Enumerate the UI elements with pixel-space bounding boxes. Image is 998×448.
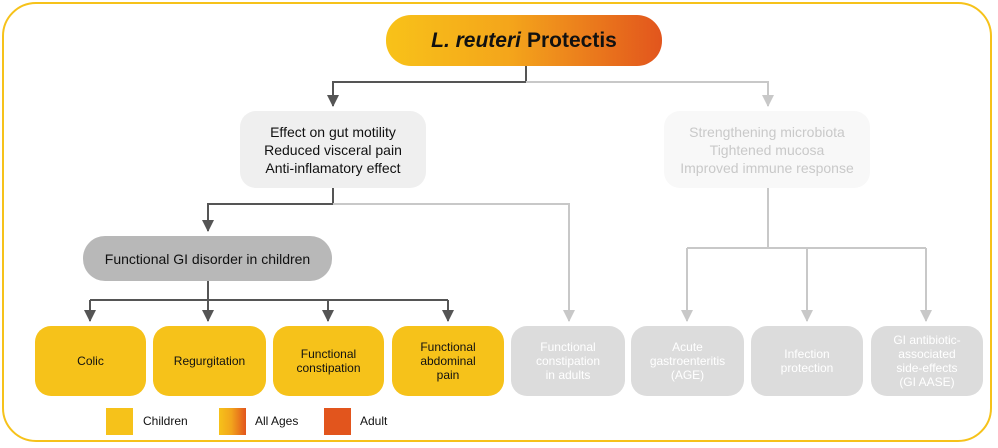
mechanism-left-line: Reduced visceral pain (264, 141, 402, 158)
mechanism-left-line: Effect on gut motility (270, 123, 396, 140)
leaf-line: (AGE) (670, 368, 705, 382)
mechanism-right-line: Tightened mucosa (709, 141, 825, 158)
mechanism-left-line: Anti-inflamatory effect (265, 159, 401, 176)
connector-mech-to-fgid (202, 188, 334, 232)
mechanism-left-box: Effect on gut motility Reduced visceral … (240, 111, 426, 188)
title-species: L. reuteri (431, 28, 521, 52)
mechanism-right-line: Strengthening microbiota (689, 123, 845, 140)
connector-title-right (526, 81, 774, 107)
leaf-line: GI antibiotic- (893, 333, 961, 347)
leaf-line: Functional (300, 347, 357, 361)
leaf-constipation-adults: Functional constipation in adults (511, 326, 625, 396)
leaf-line: Infection (784, 347, 830, 361)
leaf-line: constipation (296, 361, 361, 375)
mechanism-right-box: Strengthening microbiota Tightened mucos… (664, 111, 870, 188)
connector-fgid-children (90, 281, 448, 301)
leaf-line: side-effects (896, 361, 958, 375)
legend-swatch-children (106, 408, 133, 435)
leaf-line: pain (436, 368, 460, 382)
leaf-line: in adults (545, 368, 591, 382)
fgid-children-box: Functional GI disorder in children (83, 236, 332, 281)
leaf-line: gastroenteritis (649, 354, 726, 368)
leaf-line: Functional (420, 340, 476, 354)
connector-title-left (327, 66, 527, 107)
leaf-colic: Colic (35, 326, 146, 396)
leaf-gi-aase: GI antibiotic- associated side-effects (… (871, 326, 983, 396)
mechanism-right-line: Improved immune response (680, 159, 854, 176)
leaf-line: abdominal (420, 354, 476, 368)
leaf-line: constipation (535, 354, 601, 368)
title-box: L. reuteri Protectis (386, 15, 662, 66)
leaf-line: (GI AASE) (899, 375, 955, 389)
leaf-regurgitation: Regurgitation (153, 326, 266, 396)
legend-swatch-all-ages (219, 408, 246, 435)
legend-label-adult: Adult (360, 414, 388, 428)
leaf-line: Acute (672, 340, 703, 354)
connector-mech-to-adult (333, 203, 575, 322)
leaf-line: protection (780, 361, 834, 375)
leaf-infection-protection: Infection protection (751, 326, 863, 396)
leaf-functional-constipation: Functional constipation (273, 326, 384, 396)
leaf-line: associated (898, 347, 956, 361)
leaf-line: Functional (540, 340, 596, 354)
title-product: Protectis (526, 28, 617, 52)
legend-swatch-adult (324, 408, 351, 435)
leaf-line: Regurgitation (173, 354, 246, 368)
legend-label-all-ages: All Ages (255, 414, 299, 428)
leaf-line: Colic (77, 354, 104, 368)
leaf-functional-abdominal-pain: Functional abdominal pain (392, 326, 504, 396)
legend-label-children: Children (143, 414, 188, 428)
leaf-acute-gastroenteritis: Acute gastroenteritis (AGE) (631, 326, 744, 396)
connector-right-branch (687, 188, 926, 249)
